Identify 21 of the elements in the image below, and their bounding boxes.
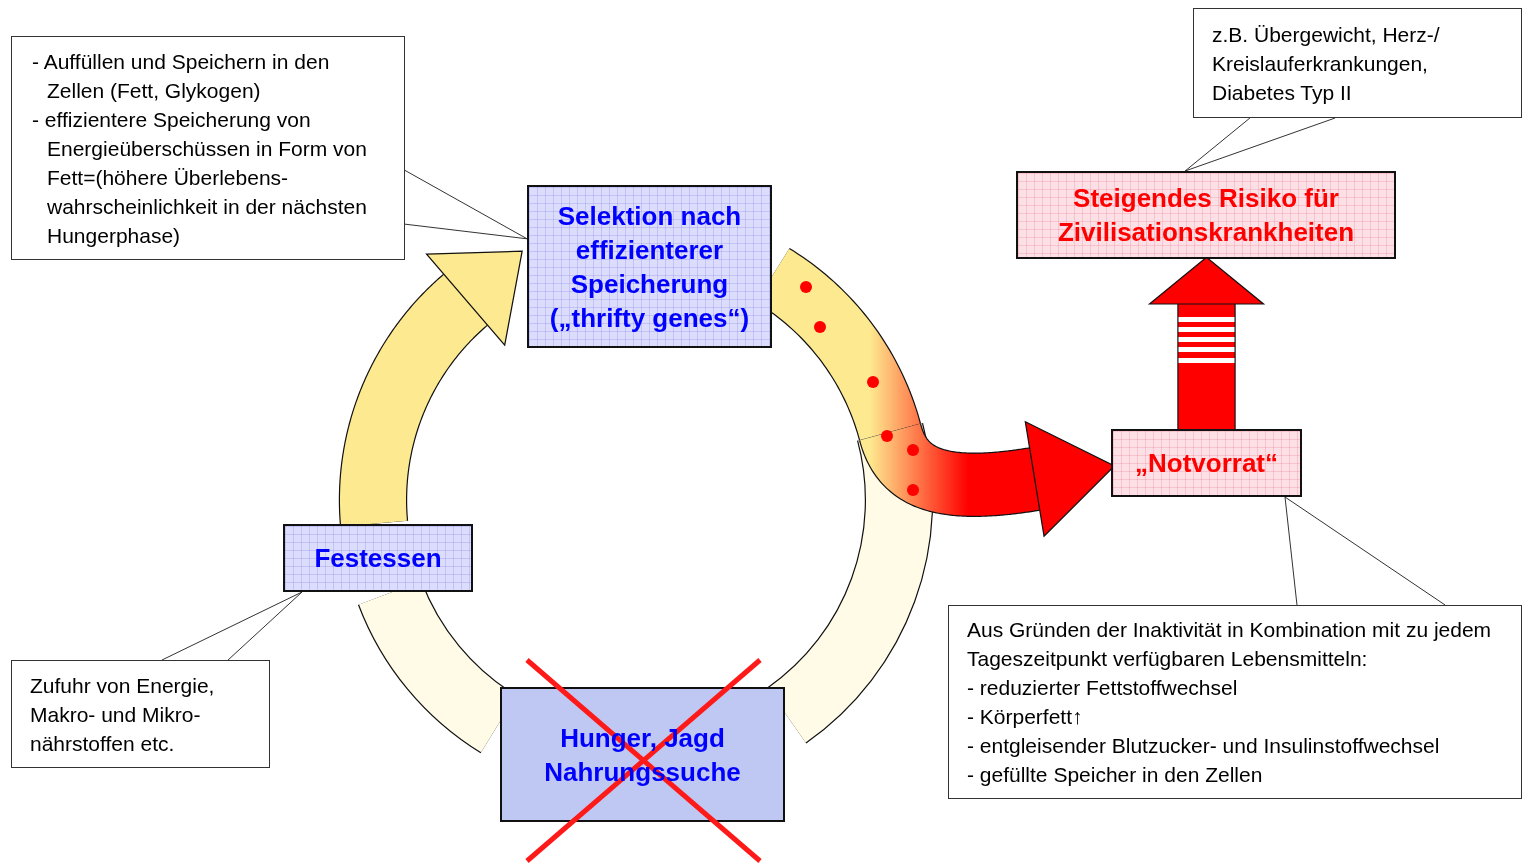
callout-text: - Auffüllen und Speichern in den Zellen (Fett, Glykogen): [32, 48, 331, 104]
process-box: [283, 524, 473, 592]
callout-box: [1193, 8, 1522, 118]
callout-text: - Körperfett↑: [967, 704, 1084, 730]
box-label: „Notvorrat“: [1135, 447, 1278, 480]
process-box: [1016, 171, 1396, 259]
callout-box: [11, 36, 405, 260]
callout-text: - entgleisender Blutzucker- und Insulinstoffwechsel: [967, 733, 1441, 759]
process-box: [1111, 429, 1302, 497]
box-label: Selektion nach effizienterer Speicherung („thrifty genes“): [548, 199, 751, 335]
callout-box: [948, 605, 1522, 799]
process-box: [527, 185, 772, 348]
callout-text: Zufuhr von Energie, Makro- und Mikro- nährstoffen etc.: [30, 672, 216, 757]
callout-text: - gefüllte Speicher in den Zellen: [967, 762, 1264, 788]
callout-box: [11, 660, 270, 768]
box-label: Festessen: [314, 542, 442, 575]
box-label: Steigendes Risiko für Zivilisationskrankheiten: [1056, 182, 1356, 249]
callout-text: - reduzierter Fettstoffwechsel: [967, 675, 1239, 701]
callout-text: z.B. Übergewicht, Herz-/ Kreislauferkrankungen, Diabetes Typ II: [1212, 21, 1441, 106]
callout-text: Aus Gründen der Inaktivität in Kombination mit zu jedem Tageszeitpunkt verfügbaren Lebensmitteln:: [967, 617, 1493, 672]
callout-text: - effizientere Speicherung von Energieüberschüssen in Form von Fett=(höhere Überlebens- wahrscheinlichkeit in der nächsten Hungerphase): [32, 106, 368, 249]
